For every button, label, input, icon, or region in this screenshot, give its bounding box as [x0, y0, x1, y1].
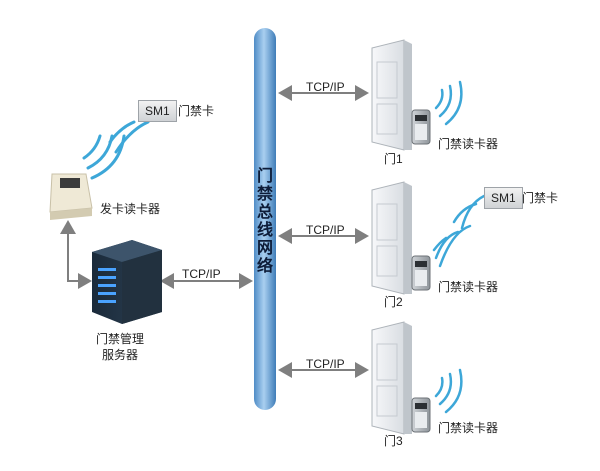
door-1 [371, 39, 412, 151]
bus-label-char: 门 [256, 168, 273, 185]
signal-waves-door1 [434, 80, 463, 126]
reader-3 [411, 397, 431, 433]
bus-label-char: 禁 [256, 186, 273, 203]
door3-label: 门3 [384, 434, 403, 448]
door2-label: 门2 [384, 295, 403, 309]
reader3-label: 门禁读卡器 [438, 421, 499, 435]
door-3 [371, 321, 412, 435]
reader-1 [411, 109, 431, 145]
issuer-label: 发卡读卡器 [100, 202, 161, 216]
signal-waves-door2 [432, 194, 486, 268]
bus-label-char: 线 [256, 222, 273, 239]
network-bus [254, 28, 276, 410]
door1-label: 门1 [384, 152, 403, 166]
tcpip-label-door1: TCP/IP [306, 80, 345, 94]
reader1-label: 门禁读卡器 [438, 137, 499, 151]
tcpip-label-door2: TCP/IP [306, 223, 345, 237]
bus-label: 门 禁 总 线 网 络 [254, 168, 276, 276]
link-arrow-issuer [60, 220, 92, 289]
bus-label-char: 网 [256, 240, 273, 257]
reader-2 [411, 255, 431, 291]
server-label-line1: 门禁管理 [96, 332, 145, 346]
card-label-left: 门禁卡 [178, 104, 215, 118]
signal-waves-card [82, 120, 150, 180]
card-label-right: 门禁卡 [522, 191, 559, 205]
door-2 [371, 181, 412, 295]
card-issuer-reader [49, 173, 93, 220]
sm1-card-left: SM1 [138, 100, 177, 122]
bus-label-char: 总 [256, 204, 273, 221]
server-icon [92, 240, 162, 324]
reader2-label: 门禁读卡器 [438, 280, 499, 294]
tcpip-label-door3: TCP/IP [306, 357, 345, 371]
sm1-card-right: SM1 [484, 187, 523, 209]
tcpip-label-server: TCP/IP [182, 267, 221, 281]
server-label-line2: 服务器 [102, 348, 139, 362]
signal-waves-door3 [434, 368, 463, 414]
bus-label-char: 络 [256, 258, 273, 275]
